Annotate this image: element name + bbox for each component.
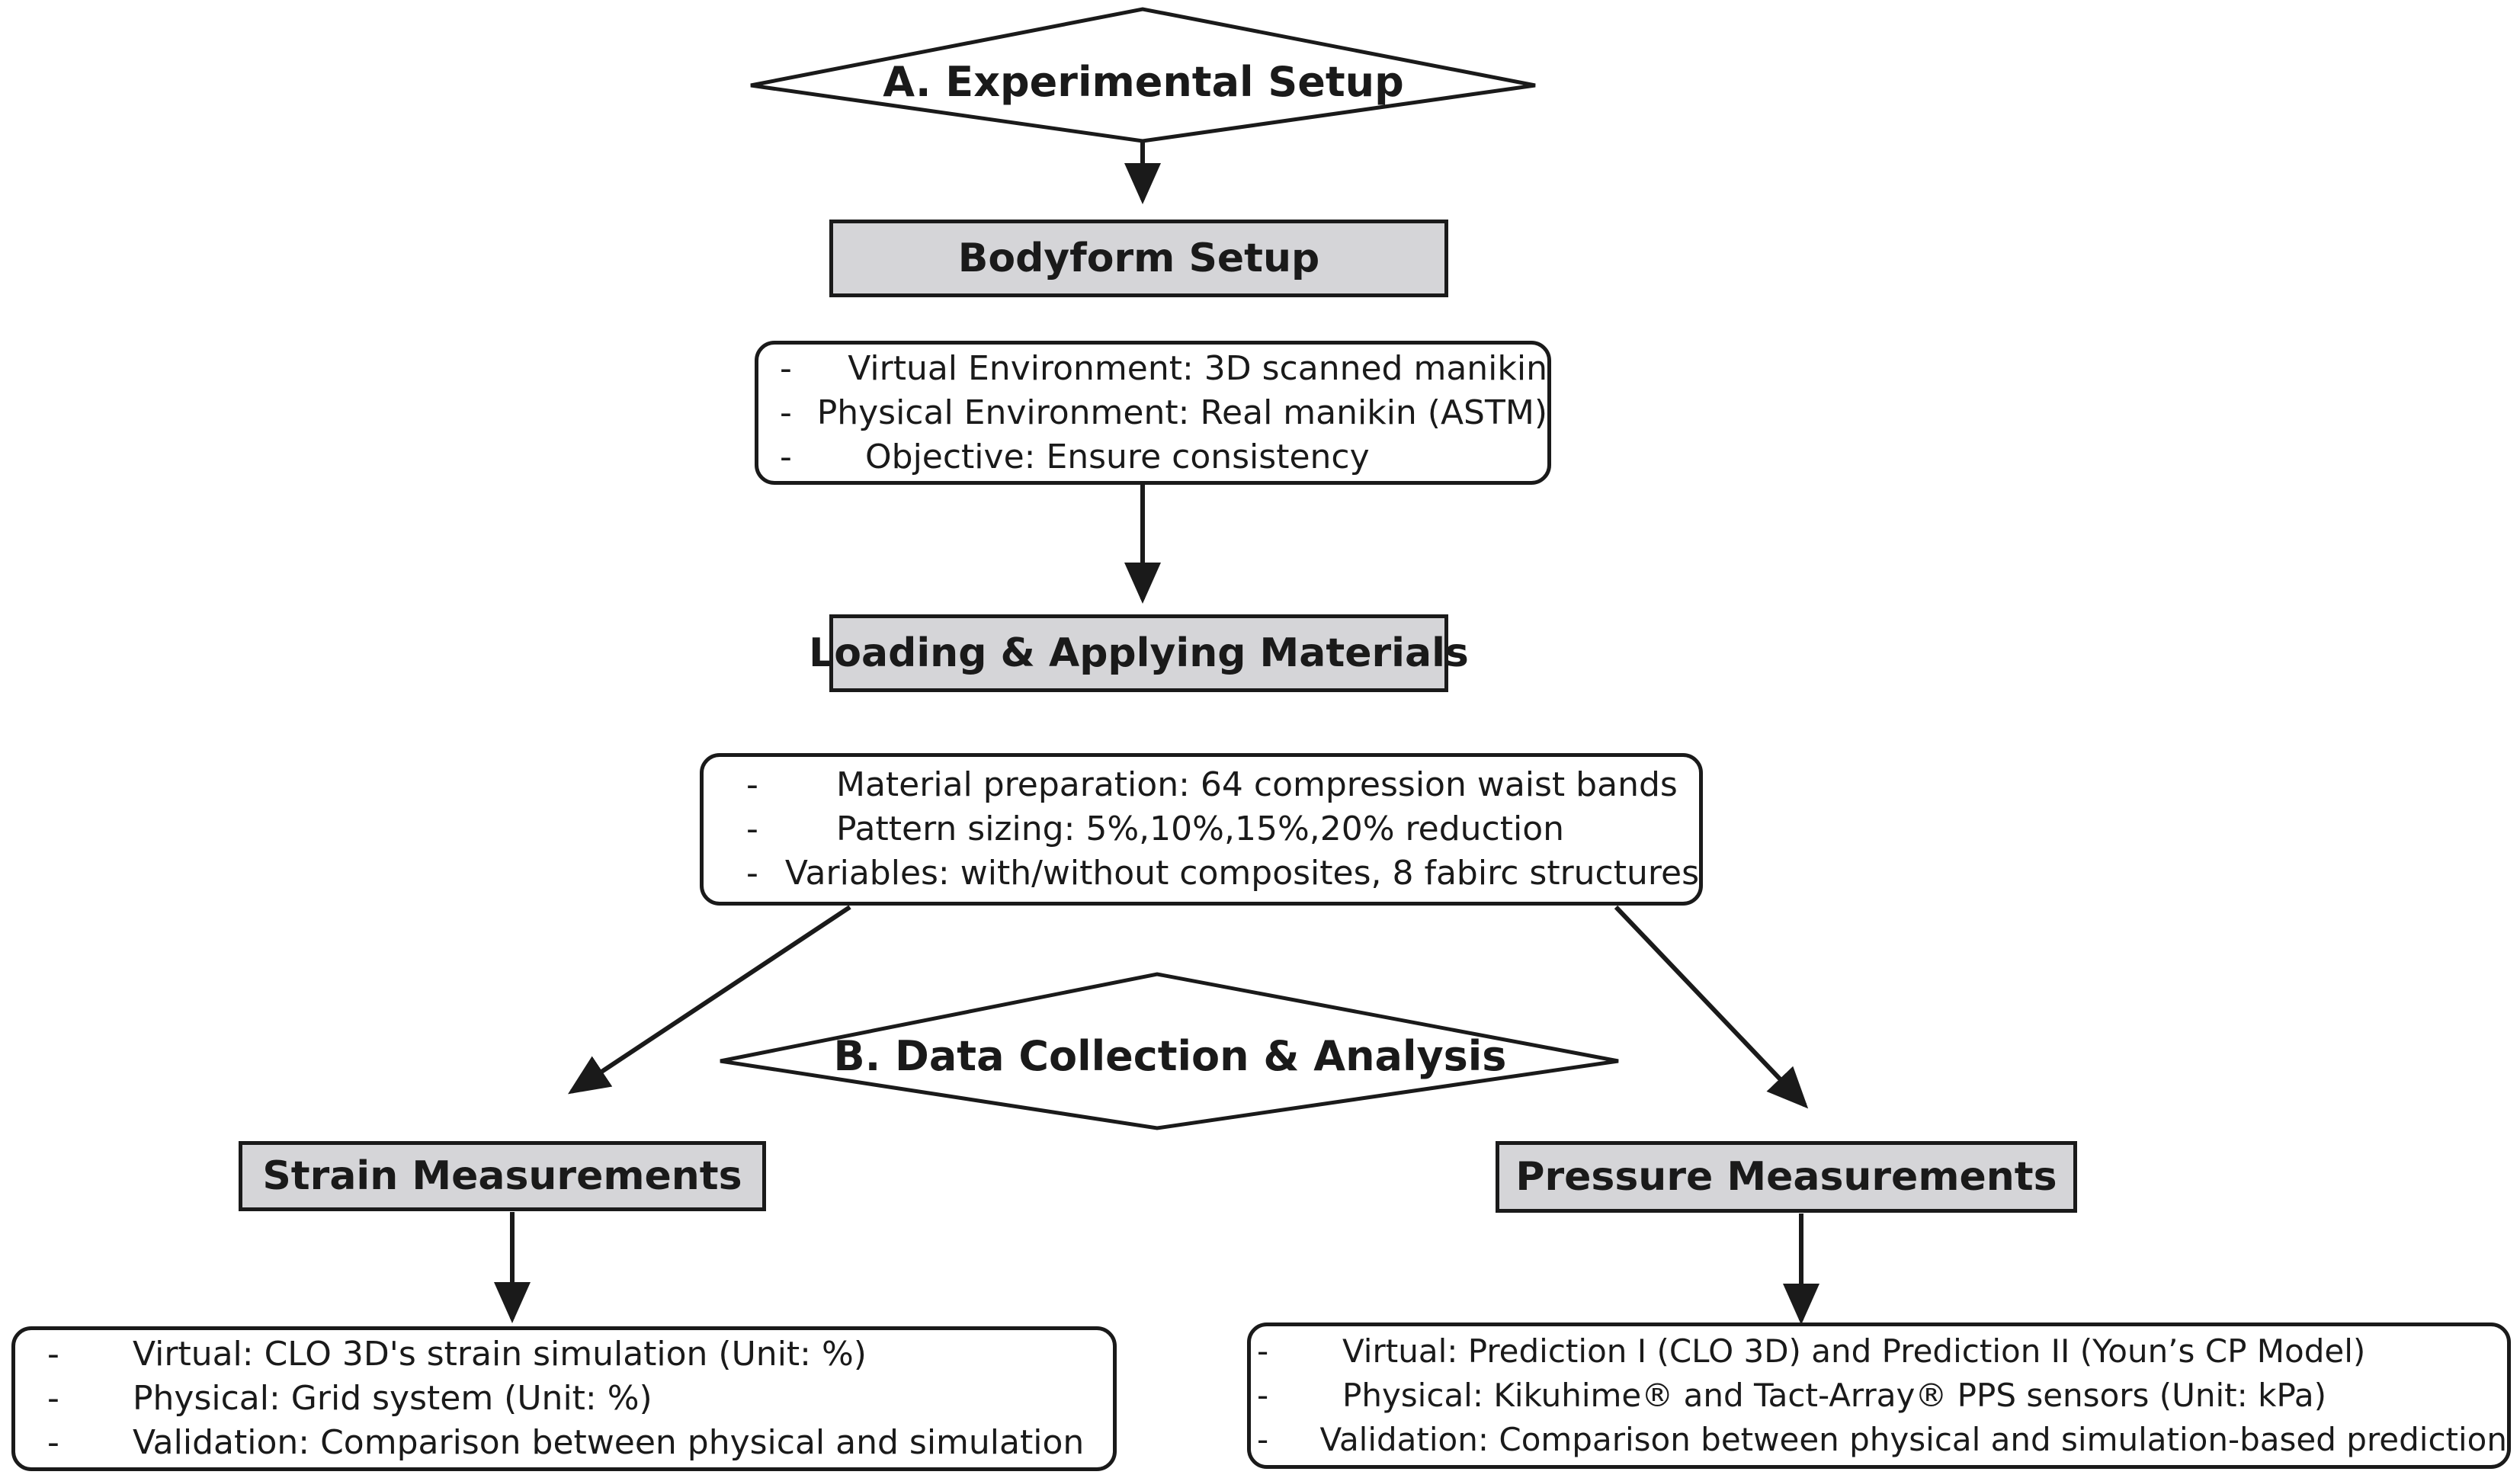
bullet-dash: -	[47, 1335, 59, 1374]
bullet-dash: -	[47, 1379, 59, 1418]
strain-detail-item: - Physical: Grid system (Unit: %)	[47, 1377, 1113, 1421]
bullet-dash: -	[746, 765, 758, 804]
bodyform-detail-text: Physical Environment: Real manikin (ASTM…	[816, 393, 1547, 432]
materials-details-box: - Material preparation: 64 compression w…	[700, 753, 1703, 906]
bullet-dash: -	[746, 854, 758, 893]
pressure-detail-text: Validation: Comparison between physical …	[1319, 1421, 2507, 1458]
step-pressure-measurements: Pressure Measurements	[1496, 1141, 2077, 1213]
step-loading-materials: Loading & Applying Materials	[809, 614, 1469, 692]
pressure-detail-text: Physical: Kikuhime® and Tact-Array® PPS …	[1342, 1377, 2327, 1414]
bodyform-detail-item: - Virtual Environment: 3D scanned maniki…	[780, 347, 1547, 391]
strain-detail-text: Virtual: CLO 3D's strain simulation (Uni…	[133, 1335, 867, 1374]
materials-detail-text: Variables: with/without composites, 8 fa…	[784, 854, 1699, 893]
pressure-details-box: - Virtual: Prediction I (CLO 3D) and Pre…	[1247, 1323, 2511, 1469]
bodyform-detail-text: Virtual Environment: 3D scanned manikin	[848, 348, 1547, 388]
step-loading-materials-label: Loading & Applying Materials	[809, 630, 1469, 676]
materials-detail-item: - Pattern sizing: 5%,10%,15%,20% reducti…	[746, 807, 1699, 851]
bullet-dash: -	[1257, 1377, 1269, 1414]
materials-detail-text: Material preparation: 64 compression wai…	[836, 765, 1678, 804]
step-strain-measurements: Strain Measurements	[239, 1141, 766, 1211]
pressure-detail-item: - Physical: Kikuhime® and Tact-Array® PP…	[1257, 1374, 2507, 1418]
section-a-diamond	[750, 7, 1536, 143]
strain-detail-text: Validation: Comparison between physical …	[133, 1423, 1085, 1462]
pressure-detail-text: Virtual: Prediction I (CLO 3D) and Predi…	[1342, 1332, 2366, 1370]
materials-detail-text: Pattern sizing: 5%,10%,15%,20% reduction	[836, 810, 1565, 848]
strain-detail-item: - Virtual: CLO 3D's strain simulation (U…	[47, 1332, 1113, 1377]
bullet-dash: -	[780, 393, 792, 432]
materials-detail-item: - Material preparation: 64 compression w…	[746, 763, 1699, 807]
bodyform-details-box: - Virtual Environment: 3D scanned maniki…	[755, 341, 1551, 485]
step-pressure-measurements-label: Pressure Measurements	[1515, 1154, 2057, 1200]
section-a-title: A. Experimental Setup	[883, 57, 1404, 106]
arrow-materials-to-strain	[567, 905, 851, 1095]
section-b-title: B. Data Collection & Analysis	[833, 1031, 1507, 1080]
step-bodyform-setup-label: Bodyform Setup	[957, 236, 1320, 281]
bullet-dash: -	[1257, 1421, 1269, 1458]
bodyform-detail-text: Objective: Ensure consistency	[865, 437, 1370, 476]
strain-details-box: - Virtual: CLO 3D's strain simulation (U…	[11, 1326, 1117, 1471]
bullet-dash: -	[1257, 1332, 1269, 1370]
step-bodyform-setup: Bodyform Setup	[829, 220, 1448, 297]
strain-detail-item: - Validation: Comparison between physica…	[47, 1421, 1113, 1465]
materials-detail-item: - Variables: with/without composites, 8 …	[746, 851, 1699, 896]
bullet-dash: -	[780, 437, 792, 476]
step-strain-measurements-label: Strain Measurements	[262, 1153, 742, 1199]
bullet-dash: -	[746, 810, 758, 848]
bodyform-detail-item: - Physical Environment: Real manikin (AS…	[780, 391, 1547, 435]
pressure-detail-item: - Virtual: Prediction I (CLO 3D) and Pre…	[1257, 1329, 2507, 1374]
strain-detail-text: Physical: Grid system (Unit: %)	[133, 1379, 652, 1418]
bullet-dash: -	[47, 1423, 59, 1462]
pressure-detail-item: - Validation: Comparison between physica…	[1257, 1418, 2507, 1462]
bullet-dash: -	[780, 348, 792, 388]
arrow-materials-to-pressure	[1614, 905, 1809, 1109]
bodyform-detail-item: - Objective: Ensure consistency	[780, 435, 1547, 479]
section-b-diamond	[720, 972, 1619, 1130]
